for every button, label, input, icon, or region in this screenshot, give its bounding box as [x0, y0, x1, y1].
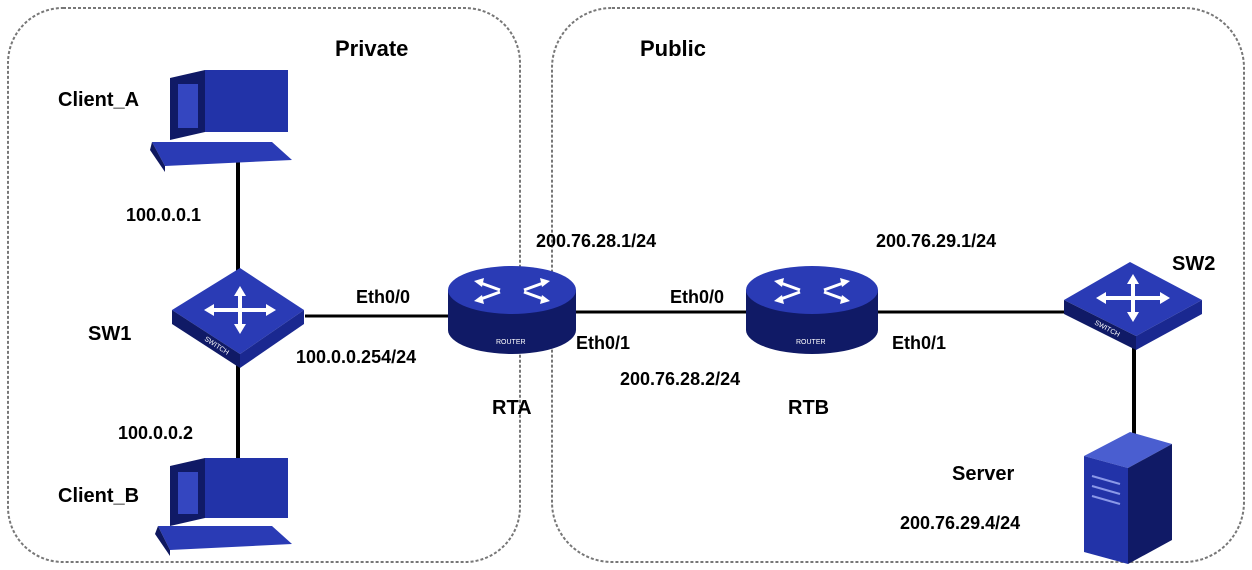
client-a-computer-icon	[150, 70, 292, 172]
sw2-label: SW2	[1172, 253, 1216, 275]
rta-eth0-1-label: Eth0/1	[576, 333, 631, 353]
rta-private-ip: 100.0.0.254/24	[296, 347, 417, 367]
client-b-ip: 100.0.0.2	[118, 423, 194, 443]
rtb-eth0-1-label: Eth0/1	[892, 333, 947, 353]
rta-label: RTA	[492, 397, 532, 419]
sw1-switch-icon: SWITCH	[172, 268, 304, 368]
rtb-label: RTB	[788, 397, 830, 419]
rtb-link-ip: 200.76.28.2/24	[620, 369, 741, 389]
public-zone-label: Public	[640, 36, 707, 61]
client-b-label: Client_B	[58, 485, 140, 507]
client-b-computer-icon	[155, 458, 292, 556]
server-label: Server	[952, 463, 1015, 485]
rtb-public-ip: 200.76.29.1/24	[876, 231, 997, 251]
private-zone-label: Private	[335, 36, 409, 61]
rta-router-tag: ROUTER	[496, 339, 526, 346]
rtb-eth0-0-label: Eth0/0	[670, 287, 725, 307]
rta-public-ip: 200.76.28.1/24	[536, 231, 657, 251]
rtb-router-tag: ROUTER	[796, 339, 826, 346]
server-ip: 200.76.29.4/24	[900, 513, 1021, 533]
rta-router-icon: ROUTER	[448, 266, 576, 354]
server-tower-icon	[1084, 432, 1172, 564]
client-a-label: Client_A	[58, 89, 140, 111]
rtb-router-icon: ROUTER	[746, 266, 878, 354]
sw2-switch-icon: SWITCH	[1064, 262, 1202, 350]
sw1-label: SW1	[88, 323, 132, 345]
rta-eth0-0-label: Eth0/0	[356, 287, 411, 307]
client-a-ip: 100.0.0.1	[126, 205, 202, 225]
